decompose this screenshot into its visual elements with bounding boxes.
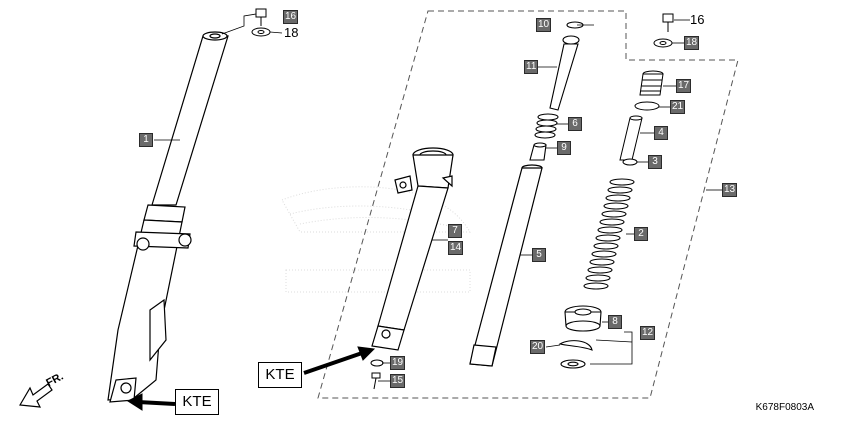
callout-19: 19 [390, 356, 406, 370]
callout-5: 5 [532, 248, 546, 262]
callout-13: 13 [722, 183, 738, 197]
callout-1: 1 [139, 133, 153, 147]
callout-7: 7 [448, 224, 462, 238]
right-top-bolt [619, 13, 674, 166]
assembly-outline [317, 10, 739, 399]
callout-17: 17 [676, 79, 692, 93]
damper-rod [529, 21, 584, 161]
callout-10: 10 [536, 18, 552, 32]
callout-9: 9 [557, 141, 571, 155]
callout-15: 15 [390, 374, 406, 388]
callout-12: 12 [640, 326, 656, 340]
honda-wing-watermark-icon [281, 186, 471, 293]
callout-4: 4 [654, 126, 668, 140]
fork-slider [371, 147, 454, 351]
kte-label-left: KTE [175, 389, 219, 415]
callout-16a: 16 [283, 10, 299, 24]
inner-tube [469, 164, 543, 367]
fork-assembly [107, 31, 229, 403]
callout-21: 21 [670, 100, 686, 114]
fork-spring [583, 178, 635, 290]
kte-label-middle: KTE [258, 362, 302, 388]
leader-lines [154, 13, 722, 382]
callout-18b: 18 [684, 36, 700, 50]
left-top-bolt [251, 8, 271, 37]
callout-18a: 18 [284, 25, 299, 40]
callout-11: 11 [524, 60, 539, 74]
kte-arrows [126, 346, 376, 411]
front-direction-arrow-icon [19, 383, 53, 408]
callout-20: 20 [530, 340, 546, 354]
drain-bolt [370, 359, 384, 390]
callout-2: 2 [634, 227, 648, 241]
callout-14: 14 [448, 241, 464, 255]
callout-6: 6 [568, 117, 582, 131]
diagram-code: K678F0803A [755, 402, 814, 413]
callout-3: 3 [648, 155, 662, 169]
callout-16b: 16 [690, 12, 705, 27]
callout-8: 8 [608, 315, 622, 329]
oil-seal-set [558, 305, 602, 369]
